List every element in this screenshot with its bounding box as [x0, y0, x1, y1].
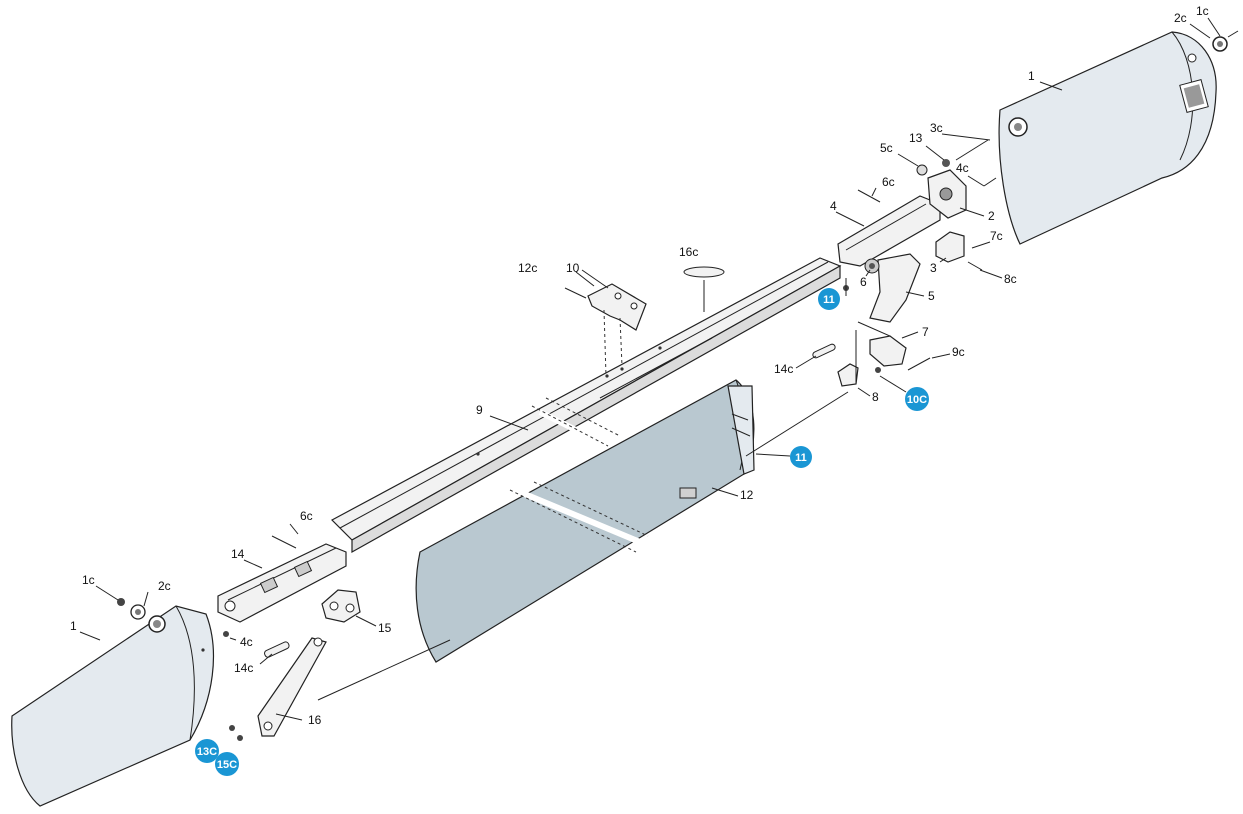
label-3: 3	[930, 261, 937, 275]
badge-11-upper: 11	[818, 288, 840, 310]
wall-bracket	[564, 283, 647, 377]
lever-5	[869, 253, 921, 323]
block-8	[837, 363, 859, 387]
screw-4c-upper	[983, 177, 997, 187]
label-1-top: 1	[1028, 69, 1035, 83]
label-2c-top: 2c	[1174, 11, 1187, 25]
label-7: 7	[922, 325, 929, 339]
label-12c: 12c	[518, 261, 537, 275]
arm-assembly	[257, 637, 327, 737]
label-6c-bottom: 6c	[300, 509, 313, 523]
block-7	[869, 335, 907, 367]
pin-14c-mid	[812, 343, 836, 359]
svg-text:15C: 15C	[217, 759, 237, 771]
motor-housing-body	[837, 195, 941, 267]
arm-body	[257, 637, 327, 737]
label-12: 12	[740, 488, 754, 502]
nut-13	[942, 159, 950, 167]
svg-text:11: 11	[823, 294, 835, 306]
label-1-bottom: 1	[70, 619, 77, 633]
motor-housing	[837, 195, 941, 267]
wall-bracket-body	[587, 283, 647, 331]
label-16c: 16c	[679, 245, 698, 259]
label-5c: 5c	[880, 141, 893, 155]
label-6c-top: 6c	[882, 175, 895, 189]
badge-13c: 13C	[195, 739, 219, 763]
end-cover-left-shell	[11, 605, 215, 807]
label-3c: 3c	[930, 121, 943, 135]
pin-9c	[907, 357, 931, 371]
end-cap-16c	[683, 266, 725, 278]
label-1c-bottom: 1c	[82, 573, 95, 587]
block-3-body	[935, 231, 965, 263]
belt-wire-upper	[745, 391, 849, 457]
block-7-body	[869, 335, 907, 367]
main-rail	[331, 257, 842, 554]
label-8: 8	[872, 390, 879, 404]
label-13: 13	[909, 131, 923, 145]
bracket-15-body	[321, 589, 361, 623]
leader-lines	[79, 17, 1221, 721]
label-9: 9	[476, 403, 483, 417]
nut-5c	[916, 164, 928, 176]
pin-14c-lower	[264, 641, 290, 658]
badge-11-lower: 11	[790, 446, 812, 468]
label-2: 2	[988, 209, 995, 223]
end-cover-right-shell	[998, 31, 1217, 245]
label-6: 6	[860, 275, 867, 289]
label-10: 10	[566, 261, 580, 275]
label-15: 15	[378, 621, 392, 635]
left-bracket-body	[217, 543, 347, 623]
end-cover-right	[998, 30, 1239, 245]
label-5: 5	[928, 289, 935, 303]
svg-text:11: 11	[795, 452, 807, 464]
pin-6c-upper	[857, 189, 881, 203]
screw-8c	[967, 261, 983, 271]
lever-5-body	[869, 253, 921, 323]
label-4: 4	[830, 199, 837, 213]
left-screws	[117, 598, 243, 741]
bracket-15	[321, 589, 361, 623]
block-8-body	[837, 363, 859, 387]
badge-10c: 10C	[905, 387, 929, 411]
svg-text:13C: 13C	[197, 746, 217, 758]
label-7c: 7c	[990, 229, 1003, 243]
label-9c: 9c	[952, 345, 965, 359]
end-cover-left	[11, 605, 215, 807]
pin-6c-lower	[271, 535, 297, 549]
gear-6	[864, 258, 880, 274]
belt-panel	[415, 379, 755, 663]
screw-3c	[955, 139, 989, 161]
callout-badges: 11 10C 11 13C 15C	[195, 288, 929, 776]
label-14c-mid: 14c	[774, 362, 793, 376]
svg-text:10C: 10C	[907, 394, 927, 406]
belt-wire-lower	[317, 639, 451, 701]
label-16: 16	[308, 713, 322, 727]
label-14c-bottom: 14c	[234, 661, 253, 675]
block-3	[935, 231, 965, 263]
label-14: 14	[231, 547, 245, 561]
badge-15c: 15C	[215, 752, 239, 776]
left-bracket-assembly	[217, 543, 347, 623]
label-2c-bottom: 2c	[158, 579, 171, 593]
callout-labels: 1c 2c 1 3c 13 5c 4c 6c 4 2 7c 3 8c 6 5 1…	[70, 4, 1209, 727]
label-8c: 8c	[1004, 272, 1017, 286]
label-4c-top: 4c	[956, 161, 969, 175]
label-1c-top: 1c	[1196, 4, 1209, 18]
label-4c-bottom: 4c	[240, 635, 253, 649]
